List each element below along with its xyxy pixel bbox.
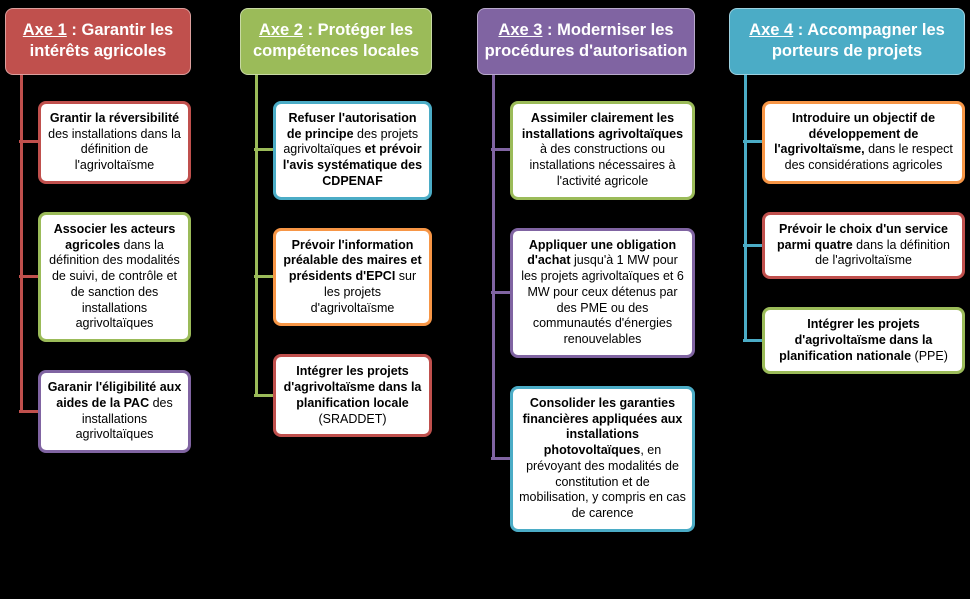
axe-3-label: Axe 3: [498, 21, 543, 39]
axe-1-title: : Garantir les intérêts agricoles: [29, 21, 174, 61]
recommendation-card: Prévoir l'information préalable des mair…: [254, 227, 432, 327]
recommendation-text: Garanir l'éligibilité aux aides de la PA…: [47, 380, 182, 442]
recommendation-card: Assimiler clairement les installations a…: [491, 100, 695, 200]
recommendation-card: Consolider les garanties financières app…: [491, 385, 695, 532]
connector-line: [744, 74, 747, 341]
recommendation-text: Prévoir le choix d'un service parmi quat…: [776, 221, 950, 268]
recommendation-card: Refuser l'autorisation de principe des p…: [254, 100, 432, 200]
axe-1-column: Axe 1 : Garantir les intérêts agricoles …: [5, 8, 191, 454]
recommendation-text: Introduire un objectif de développement …: [774, 110, 953, 173]
axe-4-items: Introduire un objectif de développement …: [729, 100, 965, 375]
recommendation-card: Intégrer les projets d'agrivoltaïsme dan…: [743, 307, 965, 375]
recommendation-text: Intégrer les projets d'agrivoltaïsme dan…: [779, 317, 948, 363]
recommendation-text: Prévoir l'information préalable des mair…: [283, 237, 422, 315]
axe-2-title: : Protéger les compétences locales: [253, 21, 419, 61]
axe-4-column: Axe 4 : Accompagner les porteurs de proj…: [729, 8, 965, 375]
axe-3-header: Axe 3 : Moderniser les procédures d'auto…: [477, 8, 695, 75]
axe-2-header: Axe 2 : Protéger les compétences locales: [240, 8, 432, 75]
axe-2-label: Axe 2: [258, 21, 303, 39]
axe-1-label: Axe 1: [22, 21, 67, 39]
recommendation-text: Appliquer une obligation d'achat jusqu'à…: [521, 237, 684, 347]
recommendation-card: Intégrer les projets d'agrivoltaïsme dan…: [254, 354, 432, 438]
axe-3-items: Assimiler clairement les installations a…: [477, 100, 695, 532]
recommendation-text: Intégrer les projets d'agrivoltaïsme dan…: [283, 364, 422, 426]
recommendation-card: Prévoir le choix d'un service parmi quat…: [743, 211, 965, 280]
recommendation-card: Grantir la réversibilité des installatio…: [19, 100, 191, 184]
axe-4-title: : Accompagner les porteurs de projets: [771, 21, 945, 61]
recommendation-card: Introduire un objectif de développement …: [743, 100, 965, 184]
axe-1-header: Axe 1 : Garantir les intérêts agricoles: [5, 8, 191, 75]
recommendation-text: Refuser l'autorisation de principe des p…: [282, 110, 423, 188]
axe-4-label: Axe 4: [749, 21, 794, 39]
axe-2-items: Refuser l'autorisation de principe des p…: [240, 100, 432, 438]
recommendation-card: Associer les acteurs agricoles dans la d…: [19, 211, 191, 343]
recommendation-card: Appliquer une obligation d'achat jusqu'à…: [491, 227, 695, 358]
connector-line: [20, 74, 23, 412]
axe-4-header: Axe 4 : Accompagner les porteurs de proj…: [729, 8, 965, 75]
recommendation-text: Assimiler clairement les installations a…: [521, 110, 684, 188]
connector-line: [492, 74, 495, 459]
connector-line: [255, 74, 258, 397]
axe-3-title: : Moderniser les procédures d'autorisati…: [484, 21, 688, 61]
axe-3-column: Axe 3 : Moderniser les procédures d'auto…: [477, 8, 695, 532]
recommendation-text: Consolider les garanties financières app…: [519, 395, 686, 521]
recommendation-text: Associer les acteurs agricoles dans la d…: [49, 221, 180, 331]
recommendation-card: Garanir l'éligibilité aux aides de la PA…: [19, 370, 191, 454]
axe-2-column: Axe 2 : Protéger les compétences locales…: [240, 8, 432, 438]
recommendation-text: Grantir la réversibilité des installatio…: [48, 110, 181, 173]
axe-1-items: Grantir la réversibilité des installatio…: [5, 100, 191, 454]
